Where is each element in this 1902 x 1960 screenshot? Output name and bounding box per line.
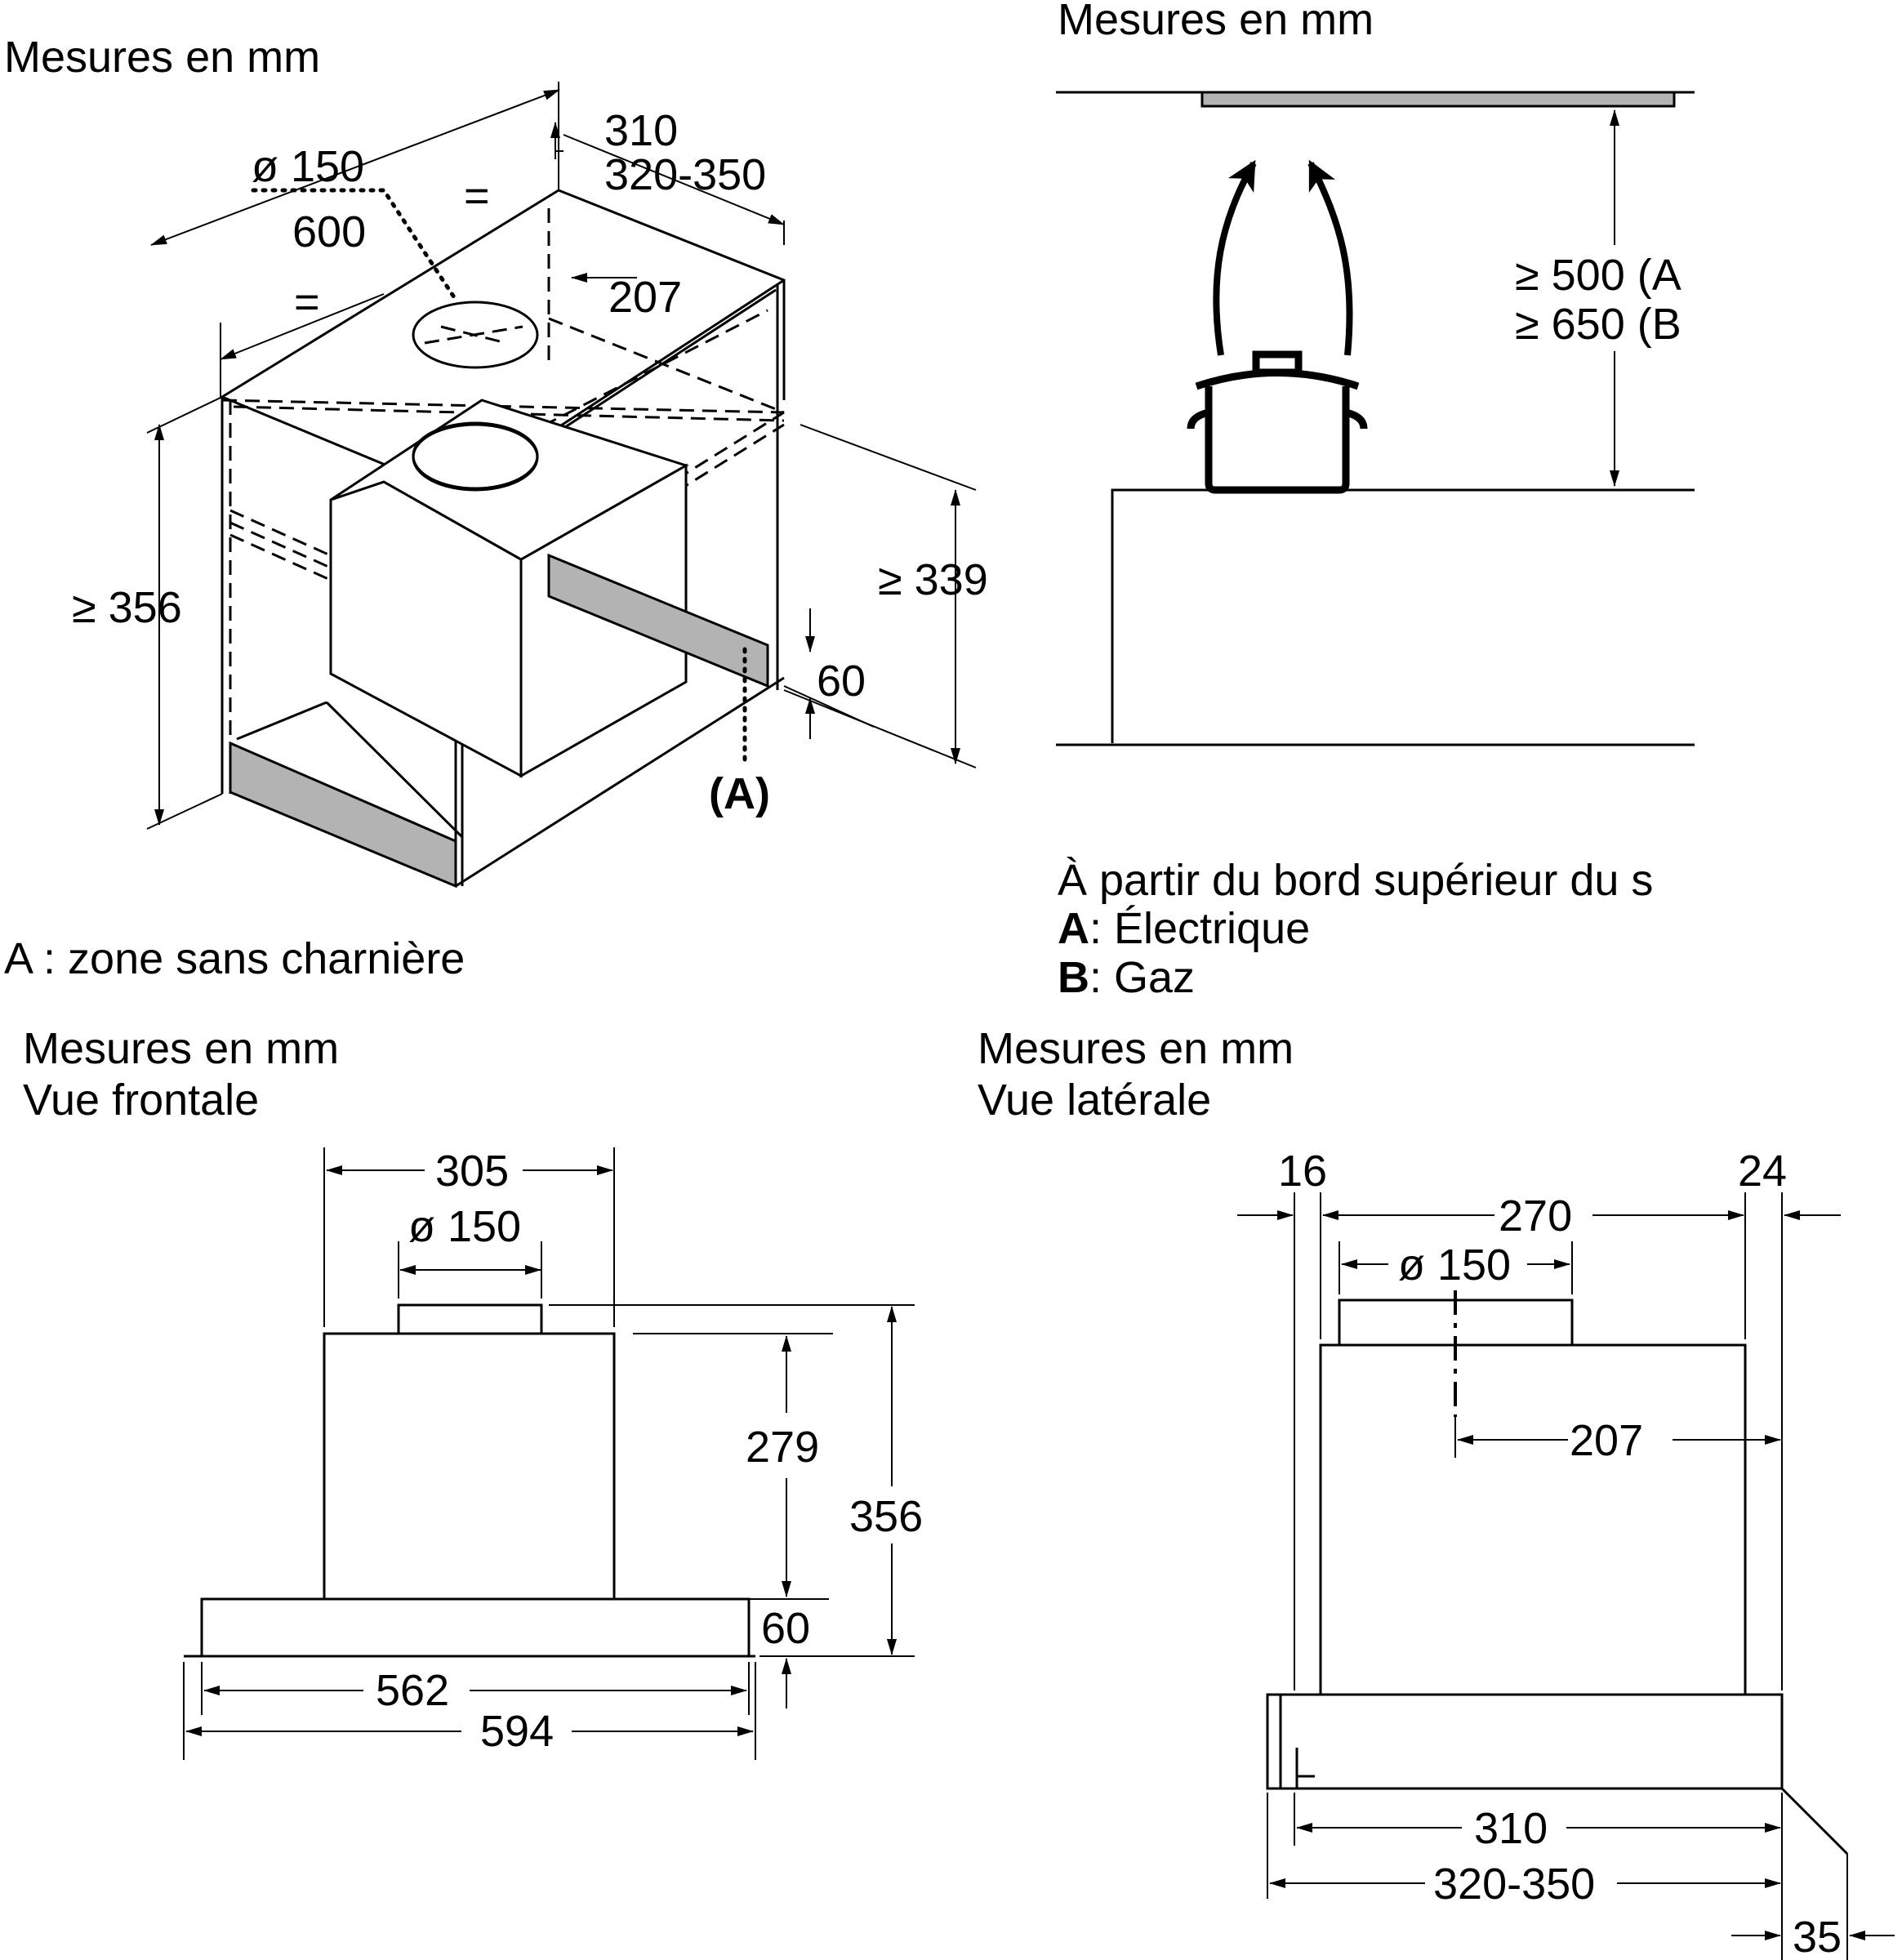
steam-arrow-right xyxy=(1307,159,1353,356)
front-dim-60: 60 xyxy=(761,1604,810,1653)
iso-caption: A : zone sans charnière xyxy=(4,934,465,983)
side-strip xyxy=(547,553,769,688)
front-chimney xyxy=(323,1332,616,1601)
front-base xyxy=(200,1597,751,1658)
front-strip xyxy=(229,741,457,889)
side-dim-310: 310 xyxy=(1474,1804,1548,1853)
iso-duct-label: ø 150 xyxy=(252,142,364,191)
legend-b: B: Gaz xyxy=(1058,953,1195,1002)
side-base xyxy=(1266,1693,1784,1790)
iso-height-339: ≥ 339 xyxy=(878,555,988,604)
iso-zone-mark: (A) xyxy=(709,769,770,818)
iso-title: Mesures en mm xyxy=(4,33,320,82)
side-subtitle: Vue latérale xyxy=(978,1076,1211,1125)
front-dim-356: 356 xyxy=(849,1492,923,1541)
height-dim-b: ≥ 650 (B xyxy=(1515,300,1682,349)
front-title: Mesures en mm xyxy=(23,1024,339,1073)
side-dim-270: 270 xyxy=(1499,1192,1572,1241)
side-chimney xyxy=(1319,1343,1747,1696)
side-dim-duct: ø 150 xyxy=(1398,1241,1511,1290)
side-dim-16: 16 xyxy=(1278,1147,1327,1196)
side-dim-35: 35 xyxy=(1793,1913,1842,1960)
isometric-view: Mesures en mm xyxy=(4,33,988,983)
height-note: À partir du bord supérieur du s xyxy=(1058,856,1653,905)
iso-offset-207: 207 xyxy=(608,273,682,322)
height-dim-a: ≥ 500 (A xyxy=(1515,251,1682,300)
pot-icon xyxy=(1187,350,1368,494)
front-duct xyxy=(397,1303,543,1335)
height-title: Mesures en mm xyxy=(1058,0,1374,44)
side-title: Mesures en mm xyxy=(978,1024,1294,1073)
hood-body xyxy=(329,301,689,778)
iso-strip-60: 60 xyxy=(817,657,866,706)
side-view: Mesures en mm Vue latérale xyxy=(978,1024,1895,1960)
steam-arrow-left xyxy=(1213,159,1257,356)
iso-height-356: ≥ 356 xyxy=(72,583,182,632)
front-dim-562: 562 xyxy=(376,1666,449,1715)
side-dim-320-350: 320-350 xyxy=(1433,1860,1595,1909)
iso-depth-range: 320-350 xyxy=(604,150,766,199)
front-dim-305: 305 xyxy=(435,1147,509,1196)
side-dim-207: 207 xyxy=(1570,1416,1643,1465)
hood-underside xyxy=(1200,91,1676,108)
height-view: Mesures en mm ≥ 500 (A ≥ 650 (B À partir… xyxy=(1056,0,1902,1013)
front-subtitle: Vue frontale xyxy=(23,1076,259,1125)
front-dim-279: 279 xyxy=(746,1423,819,1472)
legend-a: A: Électrique xyxy=(1058,904,1310,953)
iso-equal-left: = xyxy=(294,278,320,327)
side-dim-24: 24 xyxy=(1738,1147,1787,1196)
iso-width-600: 600 xyxy=(292,207,366,256)
iso-equal-top: = xyxy=(464,172,490,220)
front-dim-duct: ø 150 xyxy=(408,1202,521,1251)
front-dim-594: 594 xyxy=(480,1707,554,1756)
iso-depth-310: 310 xyxy=(604,106,678,155)
front-view: Mesures en mm Vue frontale 305 ø 1 xyxy=(23,1024,923,1760)
